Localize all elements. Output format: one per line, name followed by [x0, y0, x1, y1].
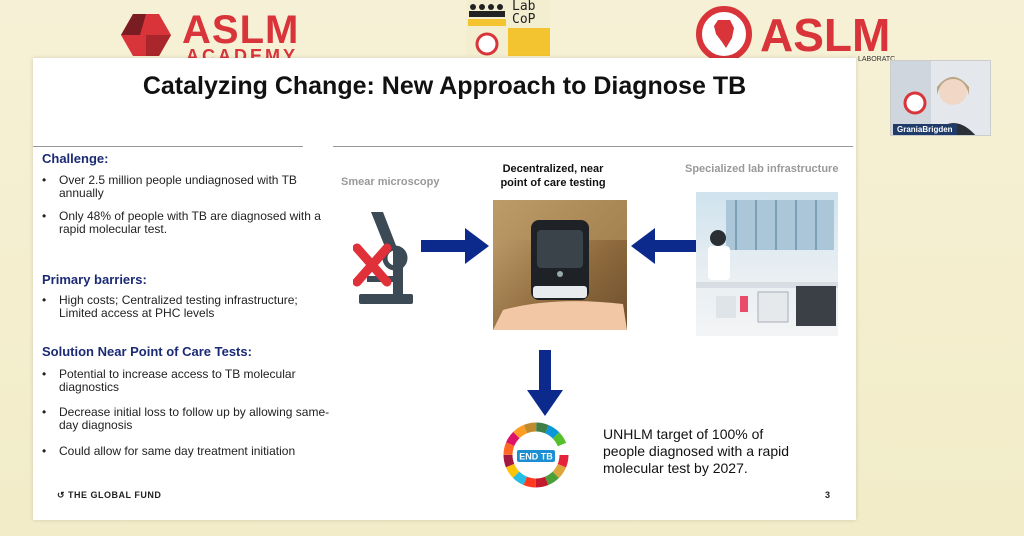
slide-page-number: 3 [825, 490, 831, 500]
solution-bullet-1: •Potential to increase access to TB mole… [42, 367, 296, 394]
smear-microscopy-label: Smear microscopy [341, 176, 440, 188]
lab-cop-logo: Lab CoP [466, 0, 550, 56]
lab-infrastructure-image [696, 192, 838, 336]
presenter-name: GraniaBrigden [893, 124, 957, 135]
slide-title: Catalyzing Change: New Approach to Diagn… [142, 72, 747, 100]
logo-left-title: ASLM [182, 8, 300, 52]
global-fund-icon: ↺ [57, 490, 69, 500]
decentralized-label: Decentralized, near point of care testin… [500, 163, 606, 189]
aslm-academy-logo: ASLM ACADEMY [120, 8, 335, 66]
lab-infrastructure-label: Specialized lab infrastructure [685, 163, 839, 175]
logo-right-subtitle: LABORATC [858, 56, 896, 63]
arrow-left-icon [631, 228, 699, 264]
globe-small-icon [466, 28, 508, 56]
end-tb-logo: END TB [501, 420, 571, 490]
solution-bullet-3: •Could allow for same day treatment init… [42, 444, 296, 458]
microscope-icon [353, 208, 419, 308]
poc-device-image [493, 200, 627, 330]
africa-globe-icon [696, 6, 752, 62]
barriers-heading: Primary barriers: [42, 272, 147, 287]
challenge-bullet-2: •Only 48% of people with TB are diagnose… [42, 209, 321, 236]
divider-right [333, 146, 853, 147]
solution-heading: Solution Near Point of Care Tests: [42, 344, 252, 359]
people-icon [466, 0, 508, 28]
challenge-bullet-1: •Over 2.5 million people undiagnosed wit… [42, 173, 297, 200]
unhlm-target-text: UNHLM target of 100% of people diagnosed… [603, 426, 790, 476]
aslm-logo: ASLM LABORATC [690, 6, 950, 63]
solution-bullet-2: •Decrease initial loss to follow up by a… [42, 405, 330, 432]
arrow-down-icon [527, 350, 563, 416]
divider-left [33, 146, 303, 147]
hexagon-logo-icon [121, 14, 171, 56]
presenter-avatar [891, 61, 990, 135]
logo-right-title: ASLM [760, 9, 891, 61]
lab-cop-label: Lab CoP [508, 0, 550, 28]
global-fund-footer: ↺ THE GLOBAL FUND [57, 490, 162, 500]
barriers-bullet-1: •High costs; Centralized testing infrast… [42, 293, 298, 320]
presentation-slide: Catalyzing Change: New Approach to Diagn… [33, 58, 856, 520]
arrow-right-icon [421, 228, 489, 264]
presenter-video-tile[interactable]: GraniaBrigden [890, 60, 991, 136]
challenge-heading: Challenge: [42, 151, 109, 166]
end-tb-text: END TB [519, 452, 553, 462]
yellow-block [508, 28, 550, 56]
